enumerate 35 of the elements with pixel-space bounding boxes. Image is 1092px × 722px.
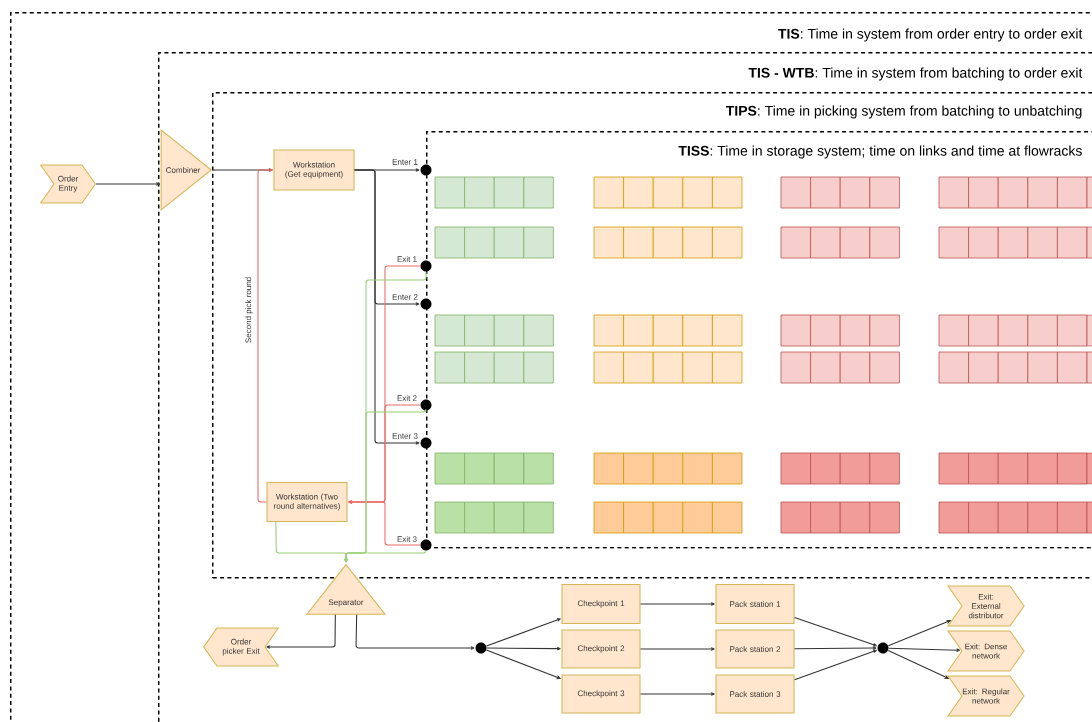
arrow <box>794 649 877 681</box>
arrow <box>887 649 949 679</box>
process-box: Checkpoint 1 <box>561 583 641 625</box>
arrow <box>348 500 421 546</box>
arrow <box>794 617 877 647</box>
arrow <box>266 614 336 649</box>
edge-label: Exit 3 <box>396 535 418 543</box>
arrow <box>887 619 951 647</box>
arrow <box>275 521 348 563</box>
process-box: Checkpoint 2 <box>561 629 641 669</box>
edge-label: Second pick round <box>244 276 254 344</box>
edge-label: Exit 2 <box>396 394 418 402</box>
arrow <box>355 614 475 650</box>
edge-label: Exit 1 <box>396 255 418 263</box>
arrow <box>486 646 561 651</box>
arrow <box>485 618 561 647</box>
arrow <box>888 647 961 652</box>
edge-label: Enter 2 <box>391 293 419 301</box>
edge-label: Enter 3 <box>391 432 419 440</box>
arrow <box>257 168 273 503</box>
arrow <box>640 647 715 651</box>
process-box: Pack station 3 <box>715 674 795 714</box>
arrow <box>640 692 715 696</box>
edge-label: Enter 1 <box>391 158 419 166</box>
process-box: Workstation (Get equipment) <box>273 149 355 191</box>
process-box: Checkpoint 3 <box>561 674 641 714</box>
process-box: Pack station 2 <box>715 629 795 669</box>
arrow <box>95 182 160 186</box>
arrow <box>640 602 715 606</box>
process-box: Pack station 1 <box>715 583 795 625</box>
arrow <box>794 646 877 650</box>
system-boundary: TISS: Time in storage system; time on links and time at flowracks <box>426 131 1092 549</box>
process-box: Workstation (Two round alternatives) <box>266 481 348 523</box>
arrow <box>485 649 561 680</box>
arrow <box>354 169 420 445</box>
